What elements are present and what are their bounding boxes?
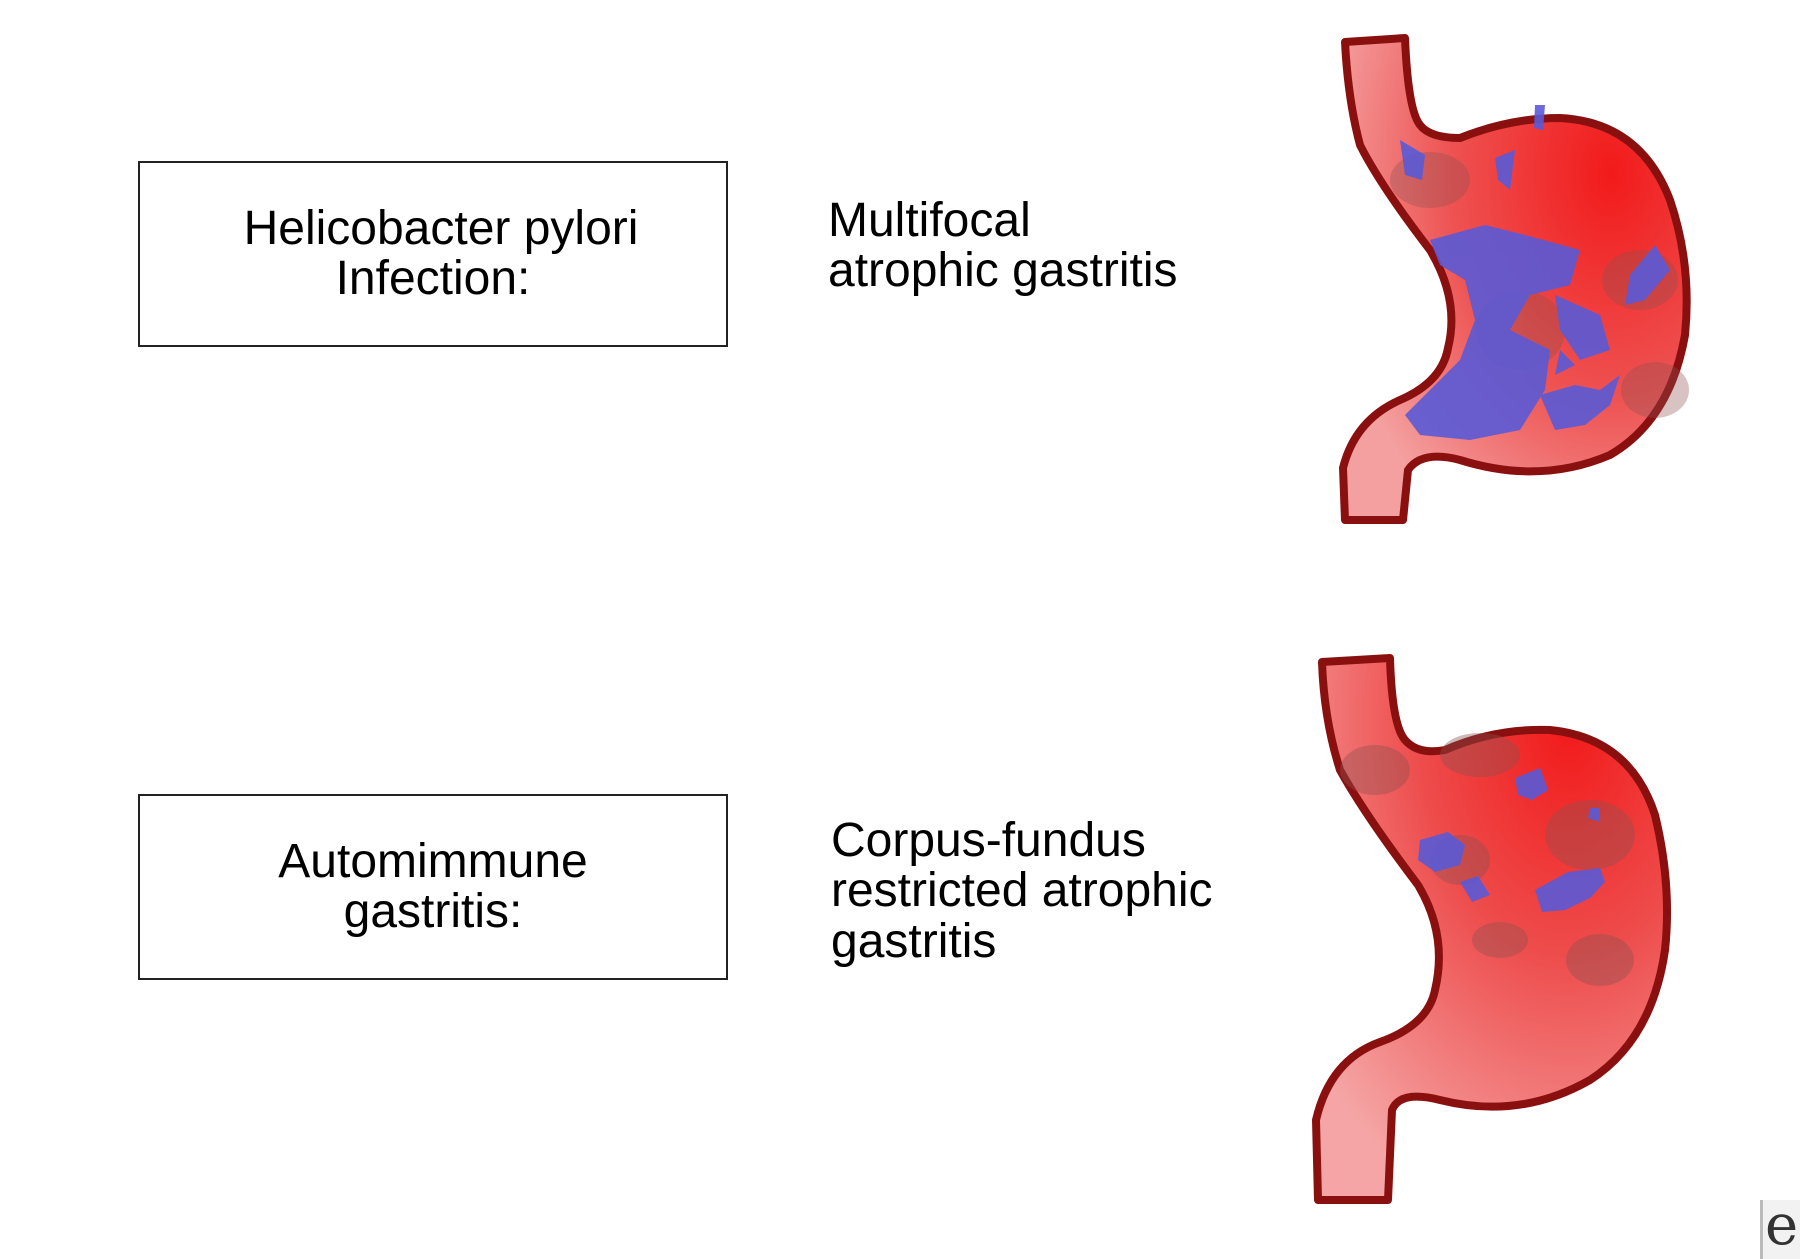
cause-label-line: Helicobacter pylori: [243, 201, 639, 255]
atrophy-patches: [1418, 768, 1605, 912]
stomach-illustration-corpus-fundus: [1312, 654, 1671, 1204]
cause-label-line: Automimmune: [278, 834, 588, 888]
e-letter-icon: e: [1760, 1200, 1800, 1259]
result-label-line: restricted atrophic: [831, 864, 1213, 918]
cause-label-line: gastritis:: [343, 885, 523, 938]
result-label-line: Corpus-fundus: [831, 814, 1146, 867]
result-label-corpus-fundus: Corpus-fundus restricted atrophic gastri…: [831, 814, 1213, 968]
atrophy-patches: [1400, 105, 1670, 440]
stomach-illustration-multifocal: [1339, 34, 1691, 524]
result-label-line: atrophic gastritis: [828, 244, 1178, 298]
result-label-line: Multifocal: [828, 194, 1031, 247]
result-label-line: gastritis: [831, 914, 997, 968]
stomach-outline: [1312, 654, 1671, 1204]
cause-label-line: Infection:: [335, 252, 531, 305]
result-label-multifocal: Multifocal atrophic gastritis: [828, 194, 1178, 298]
cause-box-hpylori: Helicobacter pylori Infection:: [138, 161, 728, 347]
cause-box-autoimmune: Automimmune gastritis:: [138, 794, 728, 980]
mottling-texture: [1340, 733, 1635, 986]
